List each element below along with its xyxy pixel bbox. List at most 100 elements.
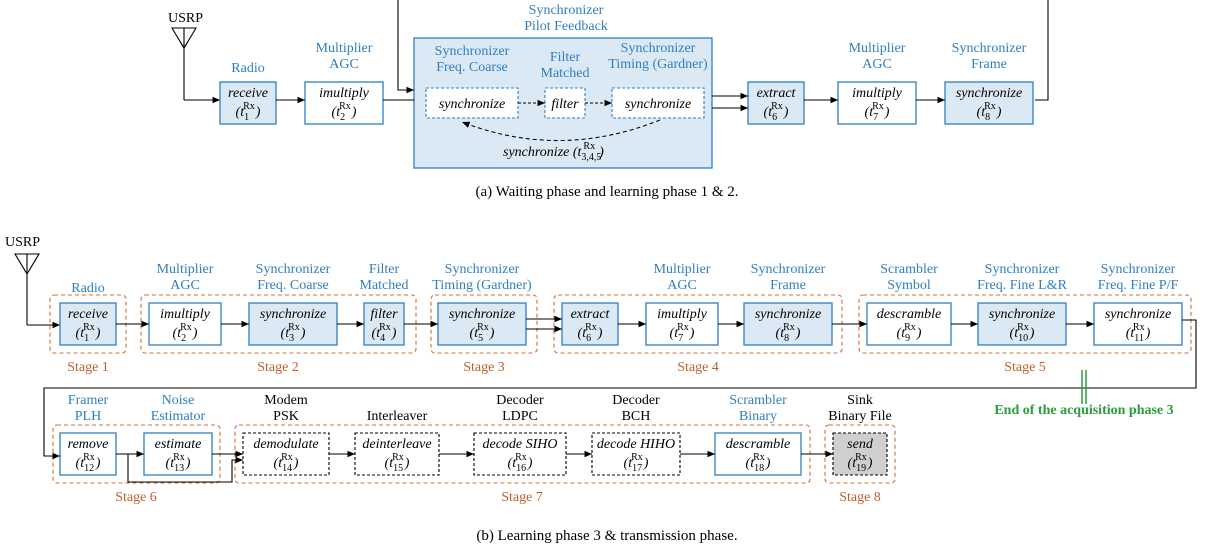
stage-frame [858, 294, 1192, 354]
row-wrap-wire [43, 319, 1197, 460]
task-fn: receive [68, 307, 108, 322]
module-name: Synchronizer [445, 262, 520, 277]
task-fn: synchronize [1105, 307, 1171, 322]
task-extract: extract(t6Rx) [747, 81, 805, 125]
task-box [544, 87, 586, 119]
task-box [944, 81, 1034, 125]
module-name: Scrambler [729, 393, 787, 408]
loop-arrow [461, 119, 661, 142]
task-time: (t3Rx) [281, 322, 306, 344]
task-fn: synchronize [260, 307, 326, 322]
task-box [743, 302, 833, 346]
task-fn: filter [370, 307, 398, 322]
module-name: Frame [971, 57, 1007, 72]
module-name: Multiplier [157, 262, 214, 277]
task-fn: synchronize [956, 86, 1022, 101]
task-fn: synchronize [755, 307, 821, 322]
task-time: (t7Rx) [865, 101, 890, 123]
module-name: Filter [550, 50, 581, 65]
module-name: AGC [862, 57, 892, 72]
task-fn: demodulate [253, 437, 318, 452]
task-time: (t16Rx) [508, 452, 533, 474]
task-box [473, 432, 567, 476]
task-fn: descramble [877, 307, 942, 322]
task-box [363, 302, 405, 346]
module-name: Synchronizer [435, 44, 510, 59]
task-fn: synchronize [439, 97, 505, 112]
task-fn: synchronize [625, 97, 691, 112]
module-name: Modem [264, 393, 308, 408]
module-name: Interleaver [367, 409, 428, 424]
module-name: Synchronizer [985, 262, 1060, 277]
task-fn: remove [68, 437, 109, 452]
stage-label: Stage 7 [501, 490, 543, 505]
module-name: Freq. Fine L&R [977, 278, 1067, 293]
module-name: Matched [360, 278, 409, 293]
task-box [59, 432, 117, 476]
task-box [747, 81, 805, 125]
sync-group-line2: Pilot Feedback [524, 19, 608, 34]
task-box [611, 87, 705, 119]
usrp-label-a: USRP [168, 11, 203, 26]
feedback-wire [397, 0, 414, 94]
task-time: (t2Rx) [173, 322, 198, 344]
stage-label: Stage 1 [67, 360, 109, 375]
module-name: AGC [667, 278, 697, 293]
stage-frame [140, 294, 417, 354]
module-name: Freq. Coarse [436, 60, 508, 75]
task-box [977, 302, 1067, 346]
task-time: (t6Rx) [578, 322, 603, 344]
module-name: AGC [170, 278, 200, 293]
stage-label: Stage 5 [1004, 360, 1046, 375]
module-name: Timing (Gardner) [432, 278, 532, 293]
stage-label: Stage 2 [257, 360, 299, 375]
task-fn: decode SIHO [482, 437, 557, 452]
task-box [1093, 302, 1183, 346]
module-name: Synchronizer [1101, 262, 1176, 277]
task-extract: extract(t6Rx) [561, 302, 619, 346]
module-name: Symbol [887, 278, 931, 293]
module-name: Frame [770, 278, 806, 293]
task-time: (t8Rx) [977, 101, 1002, 123]
task-time: (t9Rx) [897, 322, 922, 344]
task-box [219, 81, 277, 125]
usrp-label-b: USRP [5, 235, 40, 250]
sync-loop-label: synchronize (t3,4,5Rx) [503, 141, 604, 163]
module-name: Sink [847, 393, 873, 408]
task-box [561, 302, 619, 346]
module-name: Synchronizer [621, 41, 696, 56]
task-time: (t14Rx) [274, 452, 299, 474]
task-time: (t11Rx) [1126, 322, 1151, 344]
task-time: (t12Rx) [76, 452, 101, 474]
task-time: (t19Rx) [848, 452, 873, 474]
task-box [148, 302, 222, 346]
stage-label: Stage 6 [115, 490, 157, 505]
sync-group-line1: Synchronizer [529, 3, 604, 18]
antenna-icon [171, 27, 197, 100]
part-a: USRP Synchronizer Pilot Feedback synchro… [168, 0, 1049, 169]
task-time: (t2Rx) [332, 101, 357, 123]
task-time: (t6Rx) [764, 101, 789, 123]
module-name: PSK [273, 409, 299, 424]
task-fn: extract [571, 307, 611, 322]
task-box [304, 81, 384, 125]
module-name: AGC [329, 57, 359, 72]
task-time: (t13Rx) [166, 452, 191, 474]
module-name: Matched [541, 66, 590, 81]
